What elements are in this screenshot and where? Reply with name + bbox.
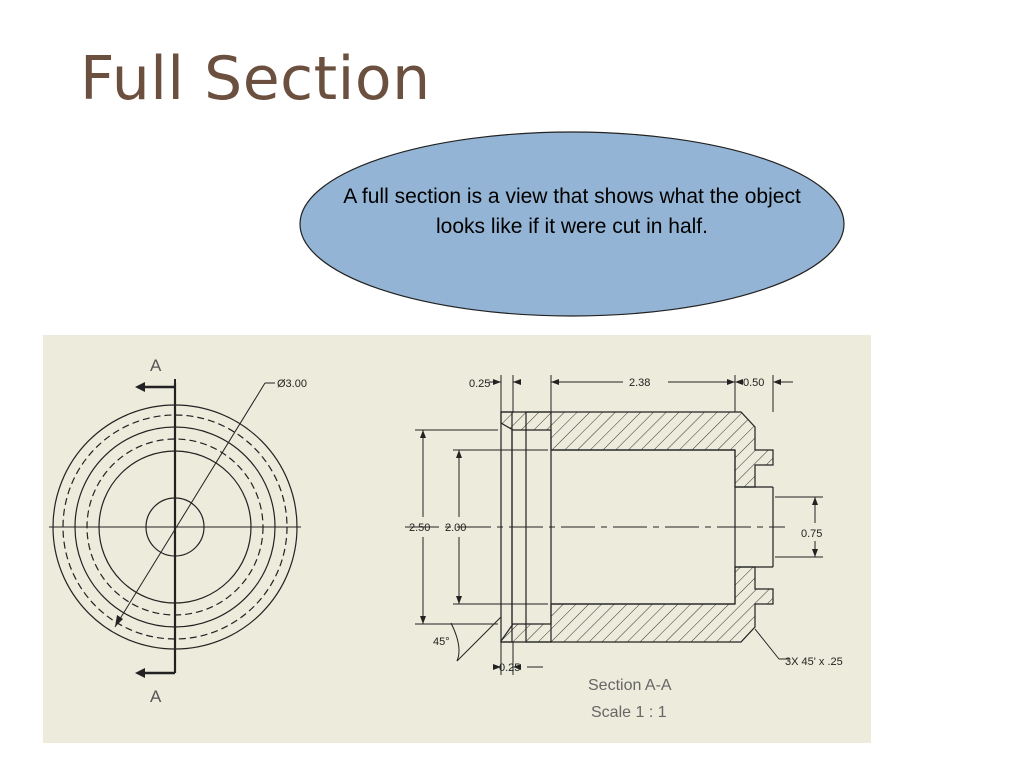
dimension-arrows	[420, 379, 818, 670]
dim-angle: 45°	[433, 636, 450, 648]
callout-text: A full section is a view that shows what…	[343, 185, 801, 238]
drawing-canvas: A A Ø3.00	[49, 356, 843, 721]
dim-right-step: 0.50	[743, 377, 764, 389]
callout-ellipse: A full section is a view that shows what…	[298, 130, 846, 318]
cutting-plane-label-top: A	[150, 356, 162, 375]
dim-hole: 0.75	[801, 528, 822, 540]
callout-shape	[299, 131, 845, 317]
dim-outer-height: 2.50	[409, 522, 430, 534]
dim-length: 2.38	[629, 377, 650, 389]
cutting-plane-label-bottom: A	[150, 687, 162, 706]
dim-bore: 2.00	[445, 522, 466, 534]
drawing-scale: Scale 1 : 1	[591, 704, 667, 721]
section-title: Section A-A	[588, 677, 672, 694]
dim-chamfer-width: 0.25	[469, 378, 490, 390]
section-outline	[405, 449, 785, 605]
technical-drawing: A A Ø3.00	[43, 335, 871, 743]
diameter-dimension: Ø3.00	[277, 378, 307, 390]
end-view	[49, 379, 301, 678]
chamfer-note: 3X 45' x .25	[785, 656, 843, 668]
dim-bottom-width: 0.25	[499, 662, 520, 674]
slide-title: Full Section	[80, 44, 431, 114]
